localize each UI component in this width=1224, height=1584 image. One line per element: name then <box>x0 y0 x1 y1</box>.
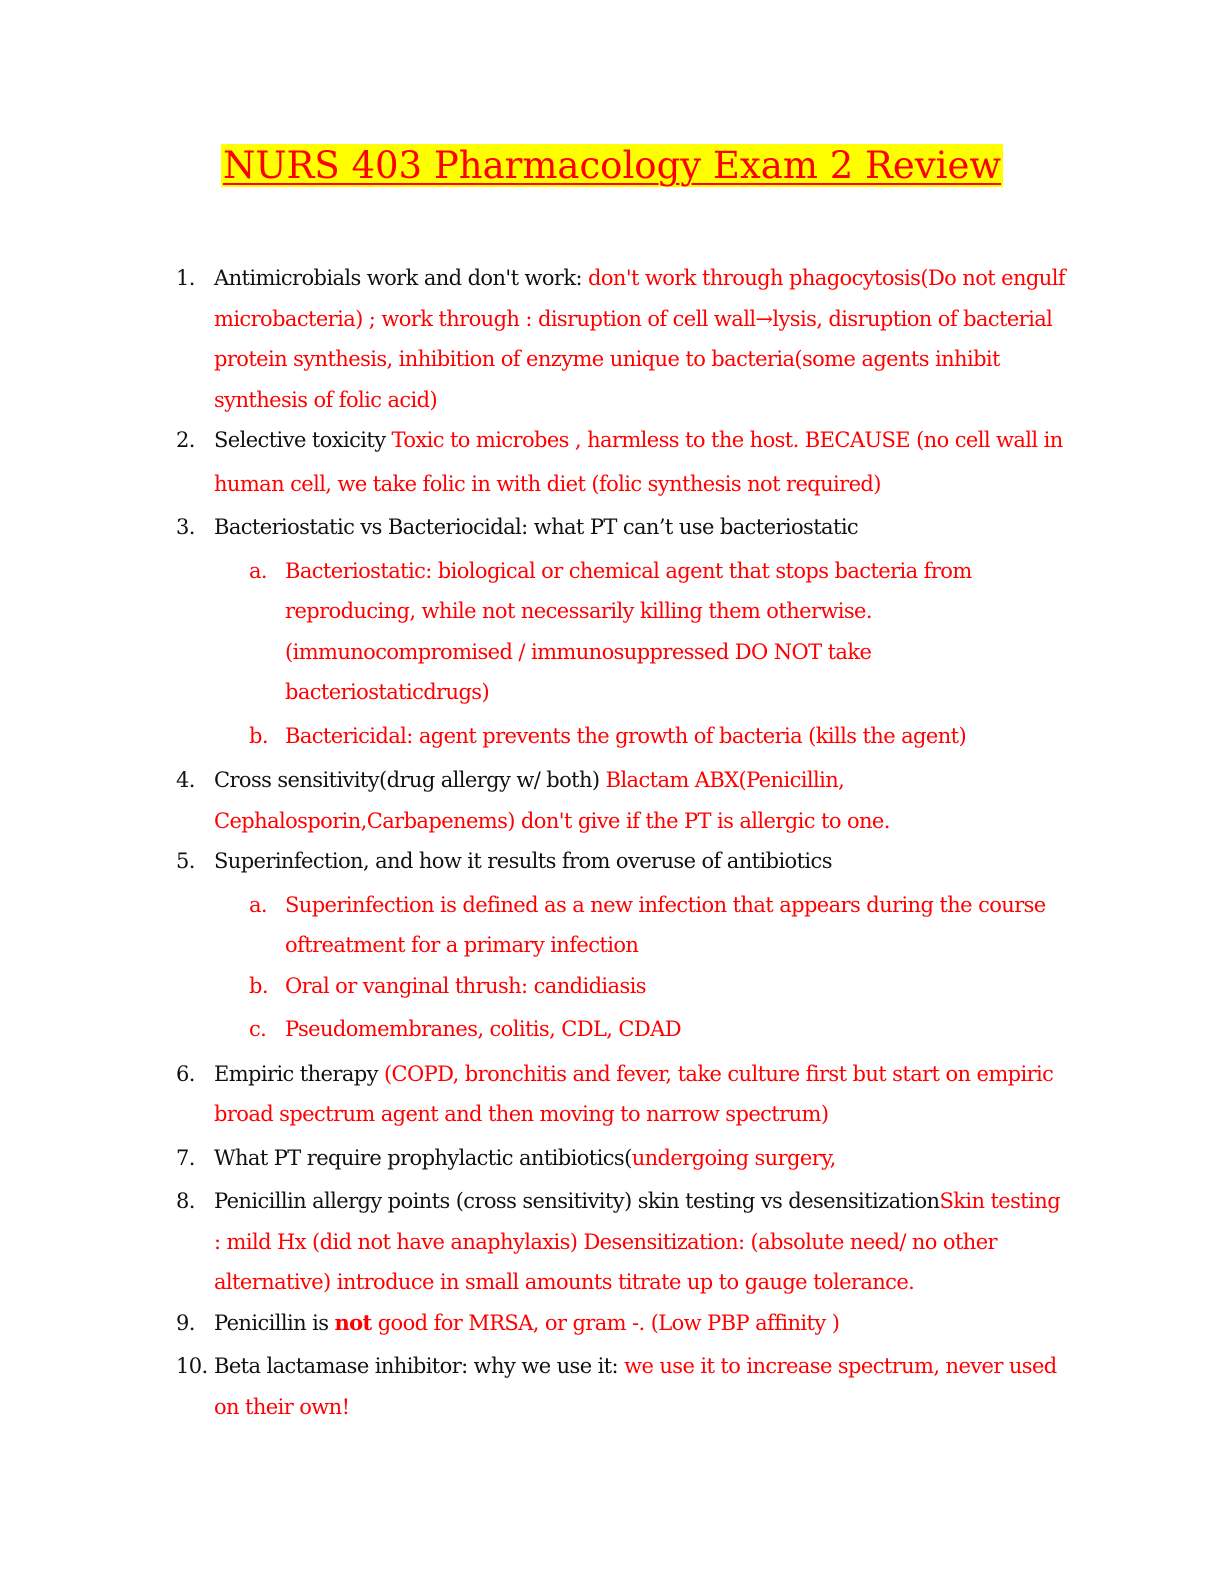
item-question: Penicillin allergy points (cross sensiti… <box>214 1189 940 1213</box>
item-question: Empiric therapy <box>214 1061 384 1086</box>
item-number: 7. <box>176 1145 195 1170</box>
sub-item-text: Bactericidal: agent prevents the growth … <box>285 723 967 748</box>
sub-item: a. Bacteriostatic: biological or chemica… <box>249 551 1068 713</box>
item-question: Superinfection, and how it results from … <box>214 849 833 873</box>
item-number: 3. <box>176 515 195 539</box>
list-item: 9. Penicillin is not good for MRSA, or g… <box>176 1303 1068 1344</box>
item-answer: Toxic to microbes , harmless to the host… <box>391 428 1064 452</box>
sub-item-letter: c. <box>249 1017 267 1041</box>
review-list: 1. Antimicrobials work and don't work: d… <box>176 258 1068 1427</box>
sub-item-letter: b. <box>249 723 269 748</box>
list-item: 3. Bacteriostatic vs Bacteriocidal: what… <box>176 507 1068 548</box>
item-answer-continued: human cell, we take folic in with diet (… <box>214 471 881 496</box>
item-question: Cross sensitivity(drug allergy w/ both) <box>214 768 606 792</box>
sub-item: a. Superinfection is defined as a new in… <box>249 885 1068 966</box>
list-item: 6. Empiric therapy (COPD, bronchitis and… <box>176 1054 1068 1135</box>
item-answer: undergoing surgery, <box>631 1145 837 1170</box>
sub-item-letter: b. <box>249 973 269 998</box>
sub-item-text: Pseudomembranes, colitis, CDL, CDAD <box>285 1017 682 1041</box>
document-title: NURS 403 Pharmacology Exam 2 Review <box>0 142 1224 190</box>
item-question: Selective toxicity <box>214 428 392 452</box>
item-answer: (COPD, bronchitis and fever, take cultur… <box>214 1061 1054 1127</box>
list-item: 1. Antimicrobials work and don't work: d… <box>176 258 1068 420</box>
item-question: What PT require prophylactic antibiotics… <box>214 1145 632 1170</box>
item-answer: don't work through phagocytosis(Do not e… <box>214 266 1066 412</box>
list-item: 2. Selective toxicity Toxic to microbes … <box>176 420 1068 504</box>
document-title-text: NURS 403 Pharmacology Exam 2 Review <box>220 144 1004 187</box>
sub-item: c. Pseudomembranes, colitis, CDL, CDAD <box>249 1009 1068 1050</box>
item-answer: Blactam ABX(Penicillin, Cephalosporin,Ca… <box>214 768 890 833</box>
sub-item-letter: a. <box>249 558 268 583</box>
item-number: 9. <box>176 1310 195 1335</box>
item-question: Penicillin is <box>214 1310 335 1335</box>
sub-item: b. Oral or vanginal thrush: candidiasis <box>249 966 1068 1007</box>
sub-item-text: Oral or vanginal thrush: candidiasis <box>285 973 647 998</box>
sub-item-letter: a. <box>249 892 268 917</box>
item-number: 4. <box>176 768 195 792</box>
item-number: 10. <box>176 1354 208 1378</box>
item-question: Antimicrobials work and don't work: <box>214 266 589 290</box>
item-answer: Skin testing : mild Hx (did not have ana… <box>214 1189 1061 1294</box>
item-emphasis: not <box>334 1309 372 1335</box>
sub-item-text: Superinfection is defined as a new infec… <box>285 892 1046 958</box>
sub-item-text: Bacteriostatic: biological or chemical a… <box>285 558 972 705</box>
item-number: 2. <box>176 428 195 452</box>
list-item: 4. Cross sensitivity(drug allergy w/ bot… <box>176 760 1068 841</box>
item-number: 8. <box>176 1189 195 1213</box>
item-number: 1. <box>176 266 195 290</box>
item-answer: good for MRSA, or gram -. (Low PBP affin… <box>371 1310 840 1335</box>
item-answer: we use it to increase spectrum, never us… <box>214 1354 1057 1419</box>
item-number: 5. <box>176 849 195 873</box>
item-question: Beta lactamase inhibitor: why we use it: <box>214 1354 625 1378</box>
list-item: 8. Penicillin allergy points (cross sens… <box>176 1181 1068 1303</box>
item-question: Bacteriostatic vs Bacteriocidal: what PT… <box>214 515 859 539</box>
sub-item: b. Bactericidal: agent prevents the grow… <box>249 716 1068 757</box>
list-item: 10. Beta lactamase inhibitor: why we use… <box>176 1346 1068 1427</box>
item-number: 6. <box>176 1061 195 1086</box>
list-item: 7. What PT require prophylactic antibiot… <box>176 1138 1068 1179</box>
list-item: 5. Superinfection, and how it results fr… <box>176 841 1068 882</box>
